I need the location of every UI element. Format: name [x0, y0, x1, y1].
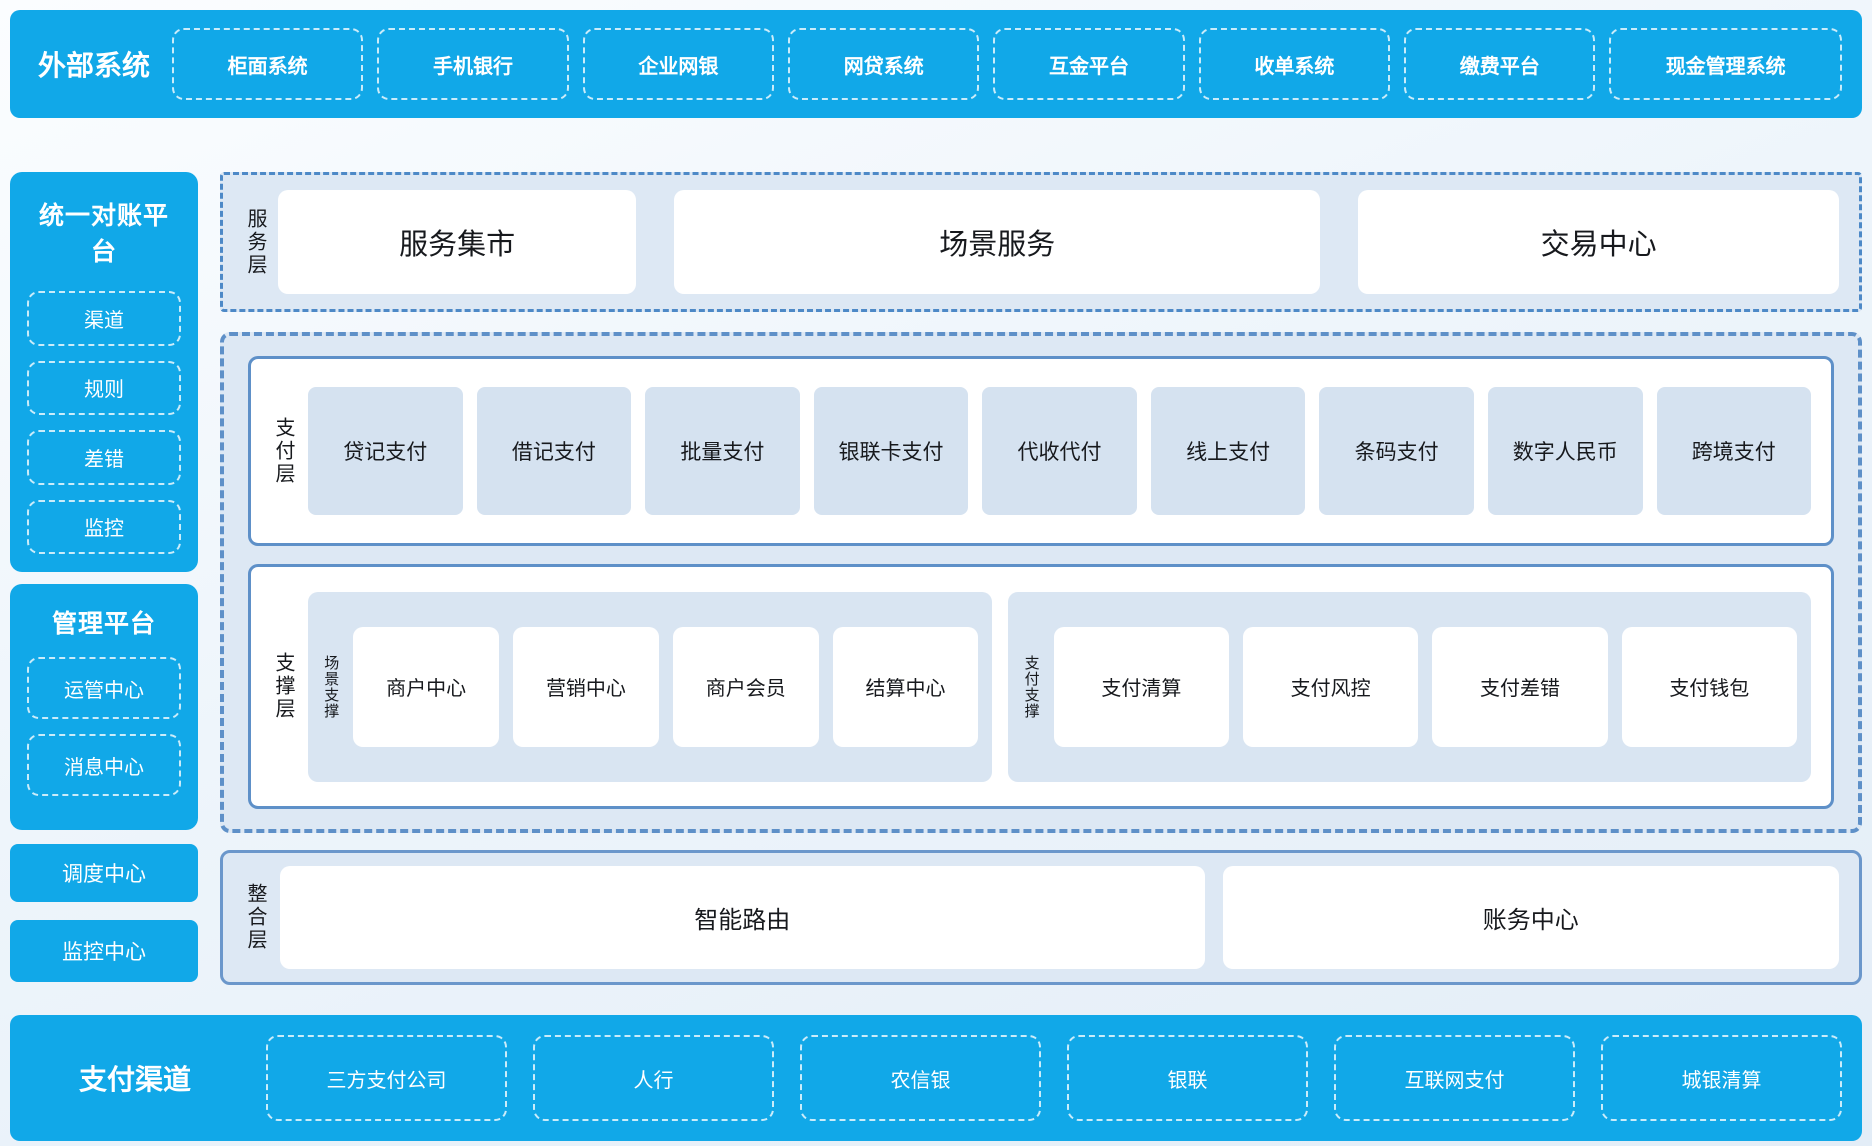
payment-card: 代收代付: [982, 387, 1137, 515]
support-card: 商户会员: [672, 626, 819, 747]
management-platform-title: 管理平台: [51, 610, 156, 638]
payment-support-label: 支付支撑: [1022, 654, 1040, 719]
payment-channel-item: 银联: [1067, 1035, 1308, 1121]
payment-card: 线上支付: [1150, 387, 1306, 515]
external-system-item: 互金平台: [993, 28, 1185, 100]
monitor-center-block: 监控中心: [10, 920, 198, 982]
payment-layer-label: 支付层: [272, 416, 294, 486]
middle-section: 统一对账平台 渠道 规则 差错 监控 管理平台 运管中心 消息中心 调度中心 监…: [10, 172, 1862, 985]
external-system-item: 手机银行: [377, 28, 569, 100]
support-card: 商户中心: [353, 626, 500, 747]
payment-card: 批量支付: [645, 387, 800, 515]
external-system-item: 网贷系统: [788, 28, 980, 100]
integration-card: 智能路由: [280, 866, 1205, 969]
payment-card: 跨境支付: [1656, 387, 1812, 515]
reconciliation-item: 差错: [27, 430, 181, 485]
service-layer-label: 服务层: [244, 207, 266, 277]
scene-support-label: 场景支撑: [322, 654, 340, 719]
external-system-item: 收单系统: [1198, 28, 1391, 100]
service-card: 场景服务: [674, 190, 1321, 294]
payment-channel-item: 三方支付公司: [266, 1035, 507, 1121]
payment-channels-bar: 支付渠道 三方支付公司 人行 农信银 银联 互联网支付 城银清算: [10, 1015, 1862, 1141]
main-content: 服务层 服务集市 场景服务 交易中心 支付层 贷记支付 借记支付 批量支付 银联…: [220, 172, 1862, 985]
support-layer-groups: 场景支撑 商户中心 营销中心 商户会员 结算中心 支付支撑 支付清算 支付风控 …: [308, 591, 1811, 782]
service-layer-cards: 服务集市 场景服务 交易中心: [278, 190, 1839, 294]
payment-card: 条码支付: [1319, 387, 1474, 515]
support-card: 支付钱包: [1621, 626, 1797, 747]
external-system-item: 柜面系统: [172, 28, 364, 100]
dispatch-center-block: 调度中心: [10, 844, 198, 902]
payment-channel-item: 互联网支付: [1334, 1035, 1575, 1121]
integration-layer-label: 整合层: [244, 883, 266, 952]
payment-card: 数字人民币: [1487, 387, 1643, 515]
service-card: 交易中心: [1358, 190, 1839, 294]
left-sidebar: 统一对账平台 渠道 规则 差错 监控 管理平台 运管中心 消息中心 调度中心 监…: [10, 172, 198, 982]
external-system-item: 缴费平台: [1404, 28, 1596, 100]
external-system-item: 现金管理系统: [1609, 28, 1842, 100]
payment-layer-panel: 支付层 贷记支付 借记支付 批量支付 银联卡支付 代收代付 线上支付 条码支付 …: [248, 356, 1834, 546]
external-systems-title: 外部系统: [37, 50, 150, 81]
reconciliation-item: 渠道: [27, 291, 181, 346]
management-item: 消息中心: [27, 734, 181, 796]
integration-layer-panel: 整合层 智能路由 账务中心: [220, 850, 1862, 985]
external-systems-bar: 外部系统 柜面系统 手机银行 企业网银 网贷系统 互金平台 收单系统 缴费平台 …: [10, 10, 1862, 118]
payment-channel-item: 人行: [533, 1035, 774, 1121]
payment-channel-item: 农信银: [800, 1035, 1041, 1121]
payment-layer-cards: 贷记支付 借记支付 批量支付 银联卡支付 代收代付 线上支付 条码支付 数字人民…: [308, 387, 1812, 515]
management-platform-panel: 管理平台 运管中心 消息中心: [10, 584, 198, 830]
integration-layer-cards: 智能路由 账务中心: [280, 866, 1839, 969]
payment-card: 借记支付: [476, 387, 632, 515]
support-card: 支付差错: [1432, 626, 1608, 747]
support-card: 支付清算: [1053, 626, 1229, 747]
payment-card: 银联卡支付: [813, 387, 969, 515]
payment-channel-item: 城银清算: [1601, 1035, 1842, 1121]
support-layer-label: 支撑层: [272, 652, 294, 721]
reconciliation-item: 规则: [27, 360, 181, 415]
scene-support-group: 场景支撑 商户中心 营销中心 商户会员 结算中心: [308, 591, 993, 782]
external-system-item: 企业网银: [582, 28, 775, 100]
support-card: 营销中心: [513, 626, 659, 747]
payment-channels-title: 支付渠道: [78, 1064, 191, 1095]
service-card: 服务集市: [278, 190, 637, 294]
support-layer-panel: 支撑层 场景支撑 商户中心 营销中心 商户会员 结算中心 支付支撑 支付清算: [248, 564, 1834, 809]
support-card: 结算中心: [832, 626, 979, 747]
reconciliation-platform-panel: 统一对账平台 渠道 规则 差错 监控: [10, 172, 198, 572]
reconciliation-item: 监控: [27, 499, 181, 554]
payment-card: 贷记支付: [308, 387, 463, 515]
support-card: 支付风控: [1243, 626, 1419, 747]
integration-card: 账务中心: [1222, 866, 1839, 969]
core-layers-wrapper: 支付层 贷记支付 借记支付 批量支付 银联卡支付 代收代付 线上支付 条码支付 …: [220, 332, 1862, 833]
reconciliation-platform-title: 统一对账平台: [38, 202, 169, 266]
service-layer-panel: 服务层 服务集市 场景服务 交易中心: [220, 172, 1862, 312]
management-item: 运管中心: [27, 657, 181, 719]
payment-support-group: 支付支撑 支付清算 支付风控 支付差错 支付钱包: [1008, 591, 1811, 782]
